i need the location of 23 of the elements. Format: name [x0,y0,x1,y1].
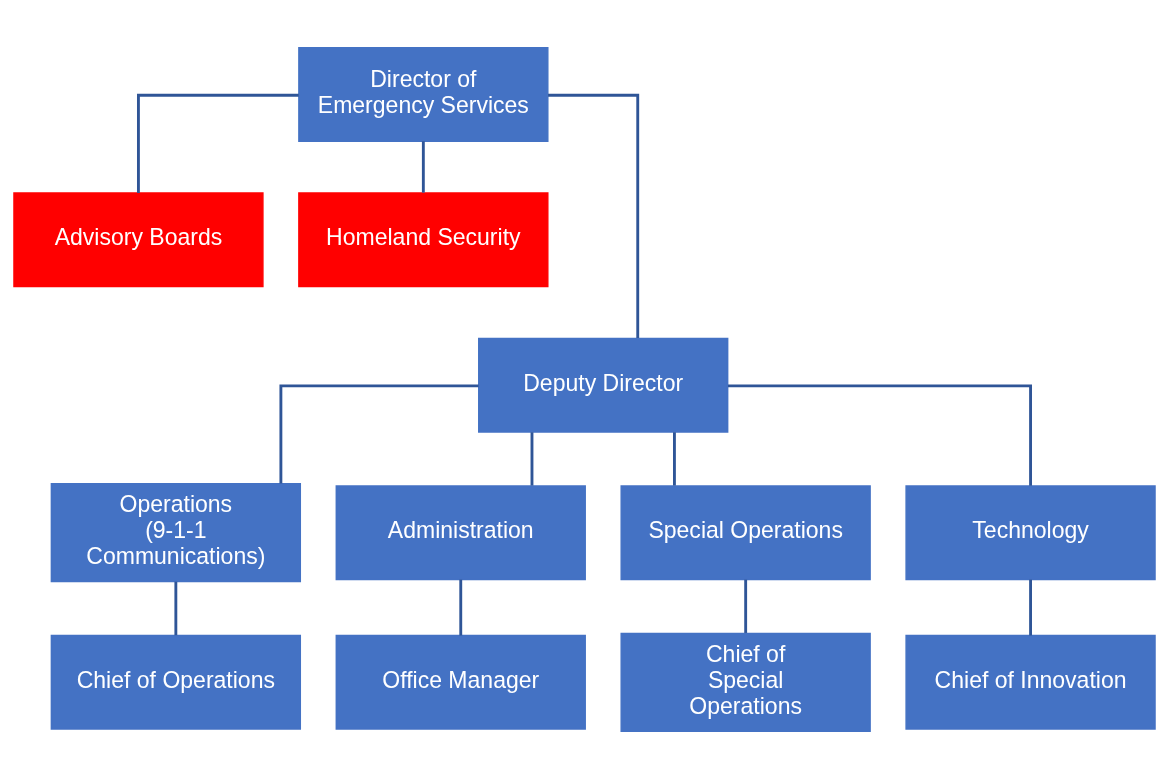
connector [530,431,534,486]
node-box: Homeland Security [298,191,549,287]
connector [548,93,640,338]
connector [1029,579,1032,636]
node-box: Technology [905,484,1156,580]
connector [279,383,479,483]
node-box: Chief of Special Operations [620,632,871,732]
node-box: Advisory Boards [13,191,264,287]
node-box: Special Operations [620,484,871,580]
connector [744,579,748,633]
connector [459,579,463,636]
node-box: Director of Emergency Services [298,46,549,142]
connector [137,93,299,193]
node-box: Administration [335,484,586,580]
connector [174,581,178,635]
connector [421,140,425,193]
connector [727,383,1032,486]
connector [673,431,676,486]
node-box: Chief of Innovation [905,634,1156,730]
node-box: Deputy Director [478,337,729,433]
node-box: Chief of Operations [50,634,302,730]
node-box: Operations (9-1-1 Communications) [50,482,302,582]
node-box: Office Manager [335,634,586,730]
